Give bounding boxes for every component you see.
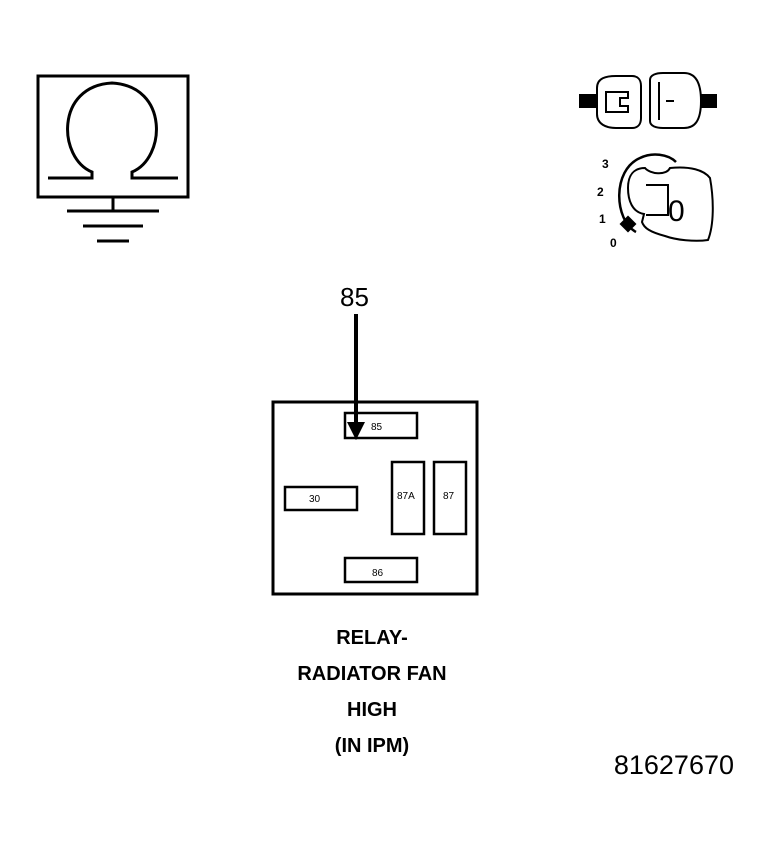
connector-icon xyxy=(579,72,717,129)
ohmmeter-ground-icon xyxy=(36,74,190,243)
relay-caption: RELAY- RADIATOR FAN HIGH (IN IPM) xyxy=(222,620,522,764)
terminal-87-label: 87 xyxy=(443,491,455,502)
caption-line-2: RADIATOR FAN xyxy=(297,663,447,685)
ignition-position-2: 2 xyxy=(597,185,604,199)
pin-callout-label: 85 xyxy=(340,282,369,312)
ignition-key-icon xyxy=(618,153,714,242)
caption-line-4: (IN IPM) xyxy=(334,735,410,757)
terminal-30-label: 30 xyxy=(309,494,321,505)
terminal-87a xyxy=(390,460,426,536)
ignition-position-0: 0 xyxy=(610,236,617,250)
caption-line-3: HIGH xyxy=(347,699,397,721)
terminal-87a-label: 87A xyxy=(397,491,415,502)
ignition-position-3: 3 xyxy=(602,157,609,171)
terminal-87 xyxy=(432,460,468,536)
document-number: 81627670 xyxy=(613,750,734,780)
terminal-86 xyxy=(343,556,419,584)
ignition-key-label: 0 xyxy=(668,195,685,228)
terminal-30 xyxy=(283,485,359,512)
ignition-position-1: 1 xyxy=(599,212,606,226)
terminal-85-label: 85 xyxy=(371,422,383,433)
caption-line-1: RELAY- xyxy=(336,627,408,649)
terminal-86-label: 86 xyxy=(372,568,384,579)
relay-body xyxy=(271,400,479,596)
